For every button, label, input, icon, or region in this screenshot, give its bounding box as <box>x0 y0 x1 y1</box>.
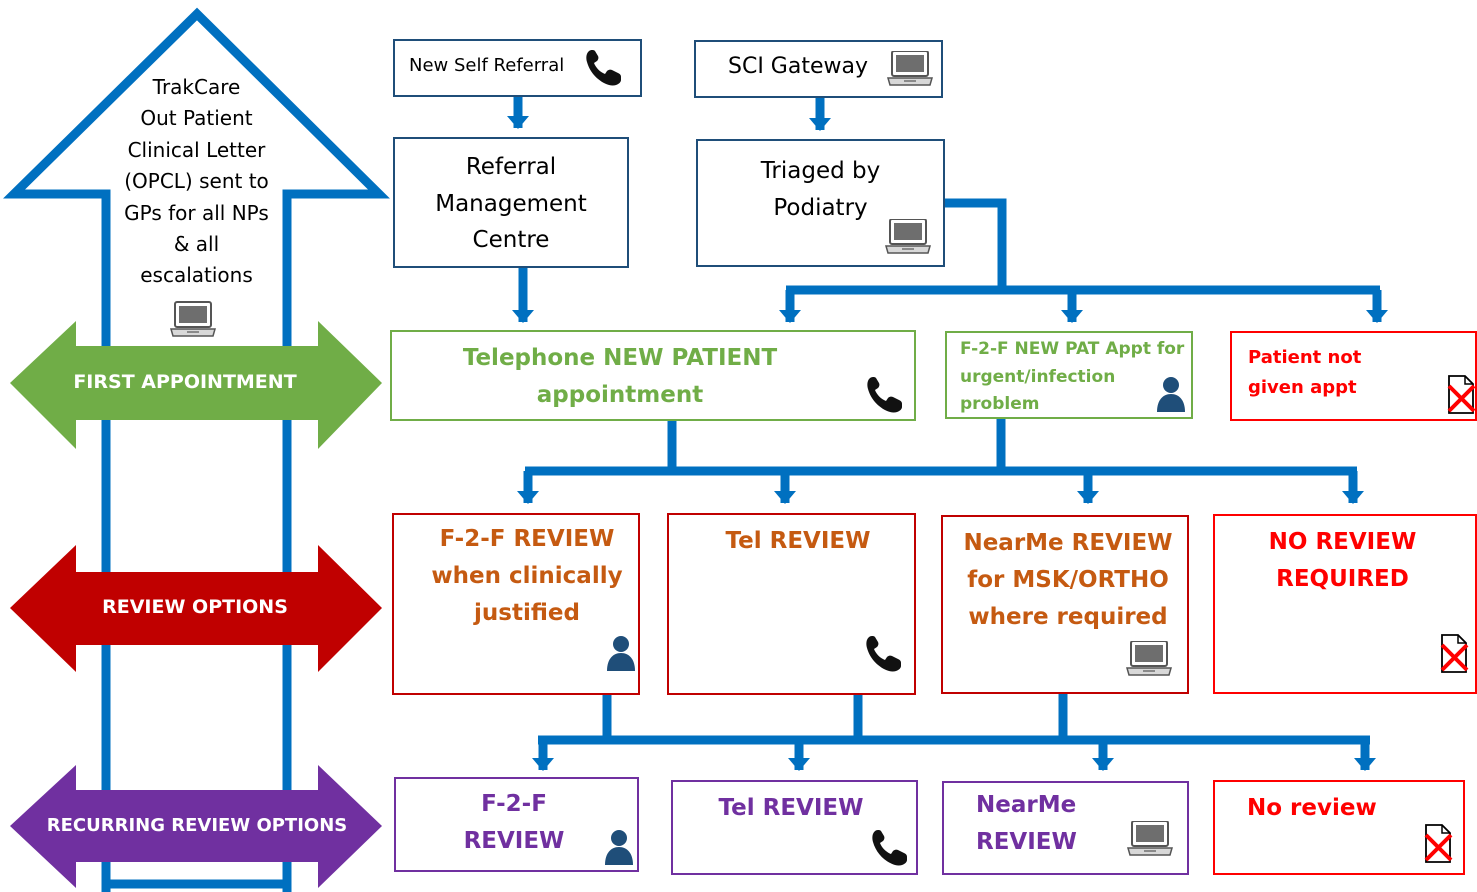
person-icon <box>607 636 635 671</box>
phone-icon <box>586 50 621 86</box>
cancelled-document-icon <box>1447 375 1476 415</box>
cancelled-document-icon <box>1440 634 1469 674</box>
up-arrow-text: TrakCare Out Patient Clinical Letter (OP… <box>124 75 269 288</box>
patient-not-given-appt-label: Patient not given appt <box>1248 347 1362 398</box>
review-options-band <box>10 545 382 672</box>
first-appointment-label: FIRST APPOINTMENT <box>73 371 297 393</box>
f2f-review-box: F-2-F REVIEW when clinically justified <box>392 513 640 695</box>
laptop-icon <box>170 301 216 337</box>
cancelled-document-icon <box>1424 824 1453 864</box>
recurring-f2f-review-label: F-2-F REVIEW <box>463 791 565 854</box>
recurring-nearme-review-label: NearMe REVIEW <box>976 792 1077 855</box>
telephone-new-patient-label: Telephone NEW PATIENT appointment <box>462 345 778 408</box>
person-icon <box>605 830 633 865</box>
recurring-nearme-review-box: NearMe REVIEW <box>942 781 1189 875</box>
referral-management-box: Referral Management Centre <box>393 137 629 268</box>
recurring-f2f-review-box: F-2-F REVIEW <box>394 777 639 872</box>
laptop-icon <box>885 219 931 254</box>
no-review-required-label: NO REVIEW REQUIRED <box>1268 529 1417 592</box>
tel-review-box: Tel REVIEW <box>667 513 916 695</box>
referral-management-label: Referral Management Centre <box>435 154 587 253</box>
triaged-label: Triaged by Podiatry <box>760 158 881 221</box>
self-referral-box: New Self Referral <box>393 39 642 97</box>
nearme-review-label: NearMe REVIEW for MSK/ORTHO where requir… <box>963 530 1173 630</box>
recurring-review-options-label: RECURRING REVIEW OPTIONS <box>46 815 348 836</box>
patient-not-given-appt-box: Patient not given appt <box>1230 331 1477 421</box>
review-options-label: REVIEW OPTIONS <box>102 596 288 618</box>
up-arrow-outline <box>3 7 390 892</box>
laptop-icon <box>887 51 933 86</box>
telephone-new-patient-box: Telephone NEW PATIENT appointment <box>390 330 916 421</box>
laptop-icon <box>1126 641 1172 676</box>
phone-icon <box>866 636 901 672</box>
sci-gateway-box: SCI Gateway <box>694 40 943 98</box>
tel-review-label: Tel REVIEW <box>725 528 871 554</box>
self-referral-label: New Self Referral <box>409 55 565 76</box>
triaged-box: Triaged by Podiatry <box>696 139 945 267</box>
f2f-new-patient-box: F-2-F NEW PAT Appt for urgent/infection … <box>945 331 1193 419</box>
no-review-required-box: NO REVIEW REQUIRED <box>1213 514 1477 694</box>
phone-icon <box>867 377 902 413</box>
recurring-tel-review-box: Tel REVIEW <box>671 780 918 875</box>
recurring-review-options-band <box>10 765 382 888</box>
first-appointment-band <box>10 321 382 449</box>
connector-lines <box>507 97 1388 771</box>
sci-gateway-label: SCI Gateway <box>728 54 868 79</box>
person-icon <box>1157 377 1185 412</box>
nearme-review-box: NearMe REVIEW for MSK/ORTHO where requir… <box>941 515 1189 694</box>
recurring-tel-review-label: Tel REVIEW <box>718 795 864 821</box>
recurring-no-review-label: No review <box>1247 795 1377 821</box>
laptop-icon <box>1127 821 1173 856</box>
f2f-review-label: F-2-F REVIEW when clinically justified <box>431 526 623 626</box>
recurring-no-review-box: No review <box>1213 780 1465 875</box>
phone-icon <box>872 830 907 866</box>
f2f-new-patient-label: F-2-F NEW PAT Appt for urgent/infection … <box>960 339 1185 414</box>
